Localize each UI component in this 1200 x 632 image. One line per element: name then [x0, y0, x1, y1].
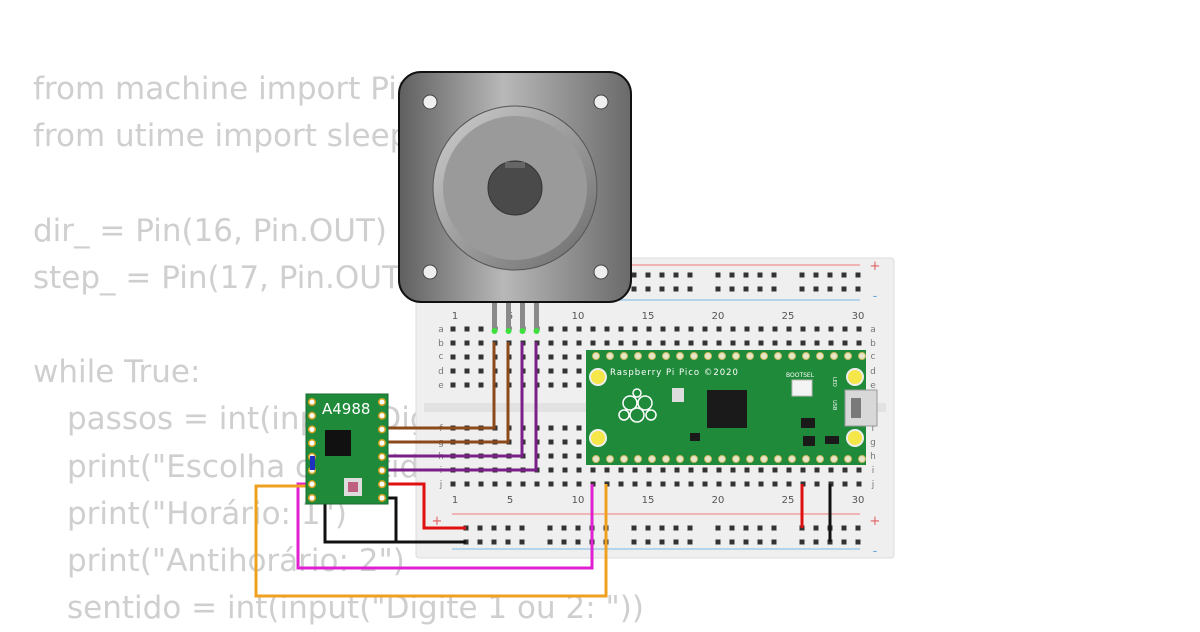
mount-hole-icon [422, 264, 438, 280]
column-number: 1 [452, 495, 458, 506]
column-number: 30 [852, 495, 865, 506]
row-letter: a [870, 325, 876, 335]
row-letter: e [438, 381, 444, 391]
code-line: from utime import sleep [33, 118, 410, 155]
column-number: 20 [712, 311, 725, 322]
code-line: print("Horário: 1") [67, 495, 347, 532]
wire-brown-2 [382, 342, 510, 444]
wire-purple-2 [382, 342, 538, 472]
mount-hole-icon [593, 264, 609, 280]
row-letter: d [438, 367, 444, 377]
bootsel-button[interactable] [791, 379, 813, 397]
column-number: 5 [507, 495, 513, 506]
row-letter: h [870, 452, 876, 462]
motor-leads [491, 300, 540, 334]
row-letter: a [438, 325, 444, 335]
column-number: 20 [712, 495, 725, 506]
row-letter: c [439, 352, 444, 362]
row-letter: b [870, 339, 876, 349]
row-letter: c [871, 352, 876, 362]
code-line: step_ = Pin(17, Pin.OUT) [33, 259, 414, 296]
led-label: LED [831, 377, 837, 387]
wire-magenta [296, 482, 594, 570]
row-letter: j [871, 480, 875, 490]
wire-brown-1 [382, 342, 496, 430]
wire-black-driver-2 [382, 496, 398, 542]
column-number: 25 [782, 495, 795, 506]
row-letter: d [870, 367, 876, 377]
rail-plus-label-bottom: + [870, 514, 881, 529]
row-letter: b [438, 339, 444, 349]
column-number: 15 [642, 311, 655, 322]
pico-pins [592, 352, 866, 463]
row-letter: e [870, 381, 876, 391]
rail-minus-label-bottom: - [873, 544, 878, 559]
code-line: while True: [33, 354, 201, 391]
code-line: print("Antihorário: 2") [67, 542, 405, 579]
row-letter: j [439, 480, 443, 490]
column-number: 1 [452, 311, 458, 322]
column-number: 10 [572, 311, 585, 322]
row-letters-right: a b c d e f g h i j [870, 325, 876, 490]
a4988-driver[interactable]: A4988 [305, 393, 389, 505]
driver-pins [307, 397, 387, 502]
column-number: 30 [852, 311, 865, 322]
column-number: 15 [642, 495, 655, 506]
column-numbers-bottom: 1 5 10 15 20 25 30 [452, 495, 865, 506]
raspberry-logo-icon [618, 388, 657, 423]
bootsel-label: BOOTSEL [786, 372, 815, 379]
wire-orange [254, 484, 608, 598]
stepper-motor[interactable] [398, 71, 632, 303]
rail-plus-label-bottom-left: + [432, 514, 443, 529]
row-letter: g [870, 438, 876, 448]
driver-label: A4988 [322, 400, 370, 418]
rail-plus-label-top: + [870, 259, 881, 274]
rail-minus-label-top: - [873, 289, 878, 304]
raspberry-pi-pico[interactable]: Raspberry Pi Pico ©2020 BOOTSEL LED USB [586, 350, 878, 465]
code-line: dir_ = Pin(16, Pin.OUT) [33, 212, 387, 249]
usb-label: USB [831, 400, 837, 411]
mount-hole-icon [593, 94, 609, 110]
row-letter: f [871, 424, 875, 434]
wire-purple-1 [382, 342, 524, 458]
column-number: 25 [782, 311, 795, 322]
row-letter: i [872, 466, 875, 476]
wire-red-driver [382, 482, 466, 530]
mount-hole-icon [422, 94, 438, 110]
pico-label: Raspberry Pi Pico ©2020 [610, 368, 739, 378]
column-number: 10 [572, 495, 585, 506]
